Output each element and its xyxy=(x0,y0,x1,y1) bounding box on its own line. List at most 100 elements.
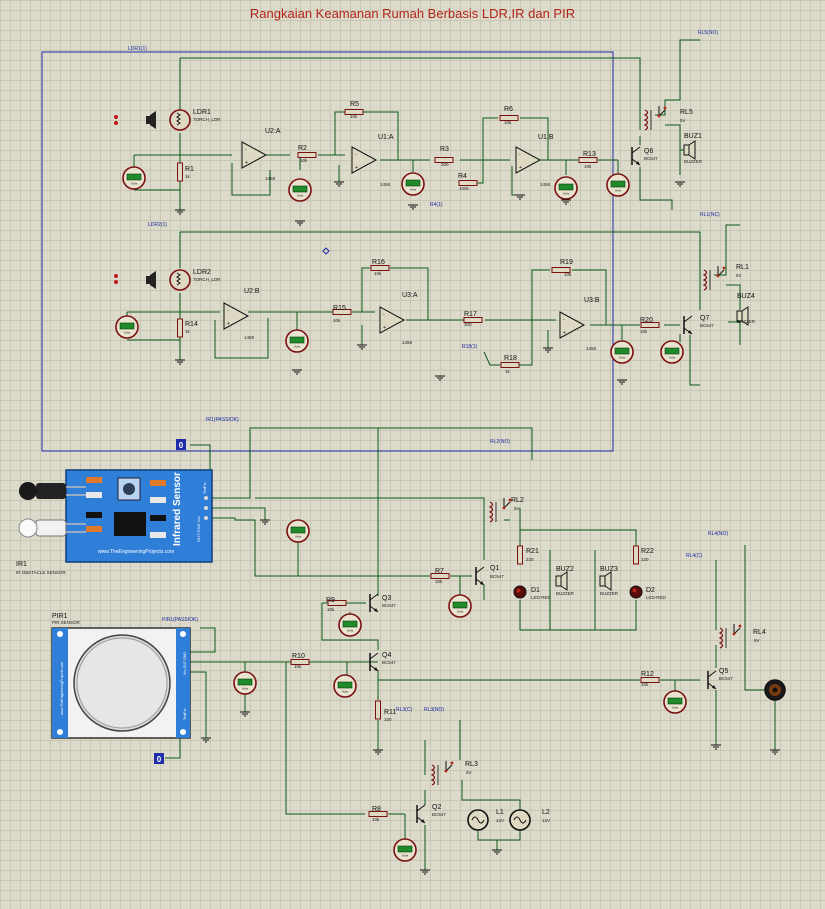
voltmeter xyxy=(393,838,417,862)
net-r4: R4(1) xyxy=(430,202,443,208)
r18-val: 1k xyxy=(505,369,511,374)
r2-val: 10k xyxy=(300,158,308,163)
ldr1-symbol xyxy=(169,109,191,131)
u1a-ref: U1:A xyxy=(378,134,394,141)
ir1-part: IR OBSTACLE SENSOR xyxy=(16,570,66,575)
r22-symbol xyxy=(633,545,639,565)
ground-icon xyxy=(356,344,368,350)
net-rl2: RL2(NO) xyxy=(490,439,510,445)
ground-icon xyxy=(200,737,212,743)
voltmeter xyxy=(401,172,425,196)
rl5-relay xyxy=(644,105,668,131)
pir-board-url: www.TheEngineeringProjects.com xyxy=(60,662,64,715)
ldr2-symbol xyxy=(169,269,191,291)
buz1-part: BUZZER xyxy=(684,159,703,164)
r14-symbol xyxy=(177,318,183,338)
r21-symbol xyxy=(517,545,523,565)
torch-icon xyxy=(146,111,156,129)
l1-lamp xyxy=(467,809,489,831)
voltmeter xyxy=(554,176,578,200)
rl4-val: 5V xyxy=(754,638,760,643)
q3-ref: Q3 xyxy=(382,595,391,602)
u2a-ref: U2:A xyxy=(265,128,281,135)
r22-ref: R22 xyxy=(641,548,654,555)
voltmeter xyxy=(285,329,309,353)
u1b-ref: U1:B xyxy=(538,134,554,141)
alarm-siren-icon xyxy=(764,679,786,701)
r19-val: 10k xyxy=(564,272,572,277)
ground-icon xyxy=(407,204,419,210)
buz2-ref: BUZ2 xyxy=(556,566,574,573)
r7-ref: R7 xyxy=(435,568,444,575)
d2-part: LED-RED xyxy=(646,595,667,600)
r7-val: 10k xyxy=(435,579,443,584)
ground-icon xyxy=(259,519,271,525)
ir-board-pins: OUT GND Vcc xyxy=(196,516,201,542)
rl4-ref: RL4 xyxy=(753,629,766,636)
net-r18: R18(1) xyxy=(462,344,478,350)
d1-ref: D1 xyxy=(531,587,540,594)
r8-val: 10k xyxy=(372,817,380,822)
q7-part: BC547 xyxy=(700,323,714,328)
q1-transistor xyxy=(475,566,485,586)
ir1-ref: IR1 xyxy=(16,561,27,568)
ir-board-title: Infrared Sensor xyxy=(172,472,183,546)
u1b-part: 1458 xyxy=(540,182,551,187)
r8-ref: R8 xyxy=(372,806,381,813)
r21-ref: R21 xyxy=(526,548,539,555)
ground-icon xyxy=(291,369,303,375)
rl5-val: 5V xyxy=(680,118,686,123)
q6-transistor xyxy=(631,146,641,166)
r14-val: 1k xyxy=(185,329,191,334)
ldr2-section xyxy=(126,224,741,386)
d1-led xyxy=(513,585,527,599)
ground-icon xyxy=(674,181,686,187)
r13-symbol xyxy=(578,157,598,163)
rl2-ref: RL2 xyxy=(511,497,524,504)
r11-ref: R11 xyxy=(384,709,396,716)
u3b-ref: U3:B xyxy=(584,297,600,304)
ground-icon xyxy=(616,379,628,385)
u2a-opamp xyxy=(241,141,267,169)
r18-symbol xyxy=(500,362,520,368)
u3b-opamp xyxy=(559,311,585,339)
q5-transistor xyxy=(707,670,717,690)
rl3-relay xyxy=(431,760,454,786)
r12-val: 10k xyxy=(641,682,649,687)
r18-ref: R18 xyxy=(504,355,517,362)
r13-val: 10k xyxy=(584,164,592,169)
r11-symbol xyxy=(375,700,381,720)
q7-transistor xyxy=(683,315,693,335)
r12-ref: R12 xyxy=(641,671,654,678)
ldr2-ref: LDR2 xyxy=(193,269,211,276)
ground-icon xyxy=(542,347,554,353)
voltmeter xyxy=(288,178,312,202)
u3b-part: 1458 xyxy=(586,346,597,351)
net-rl5-no: RL5(NO) xyxy=(698,30,718,36)
pir-sensor-board xyxy=(51,627,191,739)
r4-ref: R4 xyxy=(458,173,467,180)
q1-part: BC547 xyxy=(490,574,504,579)
ldr2-part: TORCH_LDR xyxy=(193,277,221,282)
r5-ref: R5 xyxy=(350,101,359,108)
u2a-part: 1458 xyxy=(265,176,276,181)
voltmeter xyxy=(610,340,634,364)
q3-part: BC547 xyxy=(382,603,396,608)
schematic-title: Rangkaian Keamanan Rumah Berbasis LDR,IR… xyxy=(249,6,576,21)
r6-val: 10k xyxy=(504,120,512,125)
r4-symbol xyxy=(458,180,478,186)
selection-frame xyxy=(41,51,614,452)
ir-io-label: 0 xyxy=(179,441,184,450)
net-ldr2: LDR2(1) xyxy=(148,222,167,228)
ldr1-ref: LDR1 xyxy=(193,109,211,116)
buz3-ref: BUZ3 xyxy=(600,566,618,573)
r20-ref: R20 xyxy=(640,317,653,324)
q4-ref: Q4 xyxy=(382,652,391,659)
r15-val: 10k xyxy=(333,318,341,323)
r16-val: 10k xyxy=(374,271,382,276)
u2b-ref: U2:B xyxy=(244,288,260,295)
indicator-dot xyxy=(114,274,118,278)
d2-ref: D2 xyxy=(646,587,655,594)
q4-part: BC547 xyxy=(382,660,396,665)
r6-ref: R6 xyxy=(504,106,513,113)
